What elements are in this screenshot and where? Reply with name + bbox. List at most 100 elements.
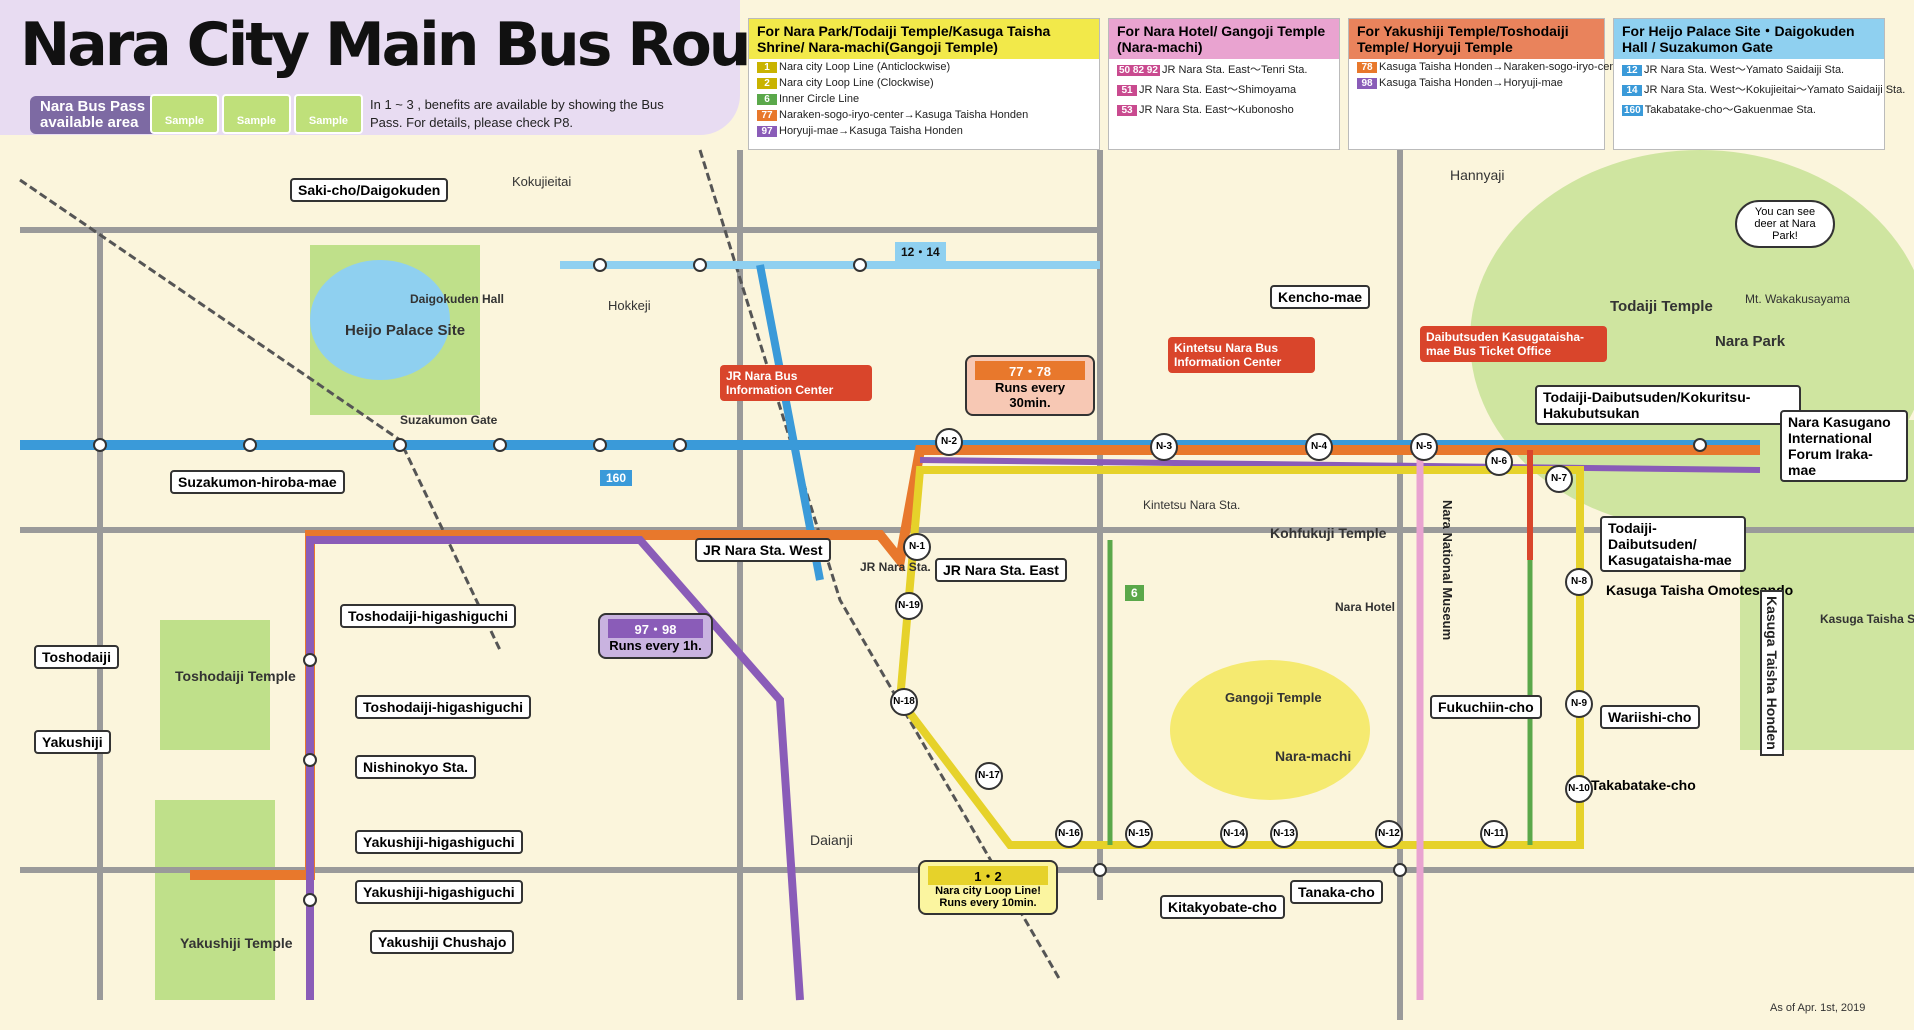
- place-gangoji-temple: Gangoji Temple: [1225, 690, 1322, 705]
- place-heijo-palace: Heijo Palace Site: [345, 322, 466, 339]
- stop-code-n9: N-9: [1565, 690, 1593, 718]
- bubble-77-78: 77・78 Runs every 30min.: [965, 355, 1095, 416]
- route-purple: [306, 536, 804, 1001]
- place-todaiji-temple: Todaiji Temple: [1610, 298, 1713, 315]
- bubble-77-78-text: Runs every 30min.: [994, 380, 1066, 410]
- place-suzakumon-gate: Suzakumon Gate: [400, 413, 498, 427]
- place-hokkeji: Hokkeji: [608, 298, 651, 313]
- route-badge-160: 160: [600, 470, 633, 486]
- legend-row-text: Horyuji-mae→Kasuga Taisha Honden: [779, 125, 963, 137]
- stop-code-n16: N-16: [1055, 820, 1083, 848]
- route-badge: 6: [757, 94, 777, 105]
- bubble-97-98-num: 97・98: [608, 619, 703, 638]
- legend-row-text: Naraken-sogo-iryo-center→Kasuga Taisha H…: [779, 109, 1029, 121]
- stop-code-n8: N-8: [1565, 568, 1593, 596]
- stop-code-n10: N-10: [1565, 775, 1593, 803]
- stop-kasuga-taisha-honden[interactable]: Kasuga Taisha Honden: [1760, 590, 1784, 756]
- stop-jr-nara-west[interactable]: JR Nara Sta. West: [695, 538, 831, 562]
- stop-takabatake-cho[interactable]: Takabatake-cho: [1591, 777, 1696, 793]
- stop-code-n3: N-3: [1150, 433, 1178, 461]
- legend-row-text: JR Nara Sta. West～Yamato Saidaiji Sta.: [1644, 64, 1845, 76]
- legend-row-text: Nara city Loop Line (Clockwise): [779, 77, 934, 89]
- stop-todaiji-kokuritsu[interactable]: Todaiji-Daibutsuden/Kokuritsu-Hakubutsuk…: [1535, 385, 1801, 425]
- place-toshodaiji-temple: Toshodaiji Temple: [175, 668, 296, 684]
- place-daigokuden-hall: Daigokuden Hall: [410, 292, 505, 306]
- legend-row-text: JR Nara Sta. East～Shimoyama: [1139, 84, 1297, 96]
- stop-toshodaiji-higashiguchi-1[interactable]: Toshodaiji-higashiguchi: [340, 604, 516, 628]
- legend-yakushiji: For Yakushiji Temple/Toshodaiji Temple/ …: [1348, 18, 1628, 150]
- stop-code-n4: N-4: [1305, 433, 1333, 461]
- stop-code-n7: N-7: [1545, 465, 1573, 493]
- deer-bubble: You can see deer at Nara Park!: [1735, 200, 1835, 248]
- place-daianji: Daianji: [810, 832, 853, 848]
- route-badge: 2: [757, 78, 777, 89]
- legend-nara-park: For Nara Park/Todaiji Temple/Kasuga Tais…: [748, 18, 1100, 150]
- route-badge: 1: [757, 62, 777, 73]
- stop-toshodaiji-higashiguchi-2[interactable]: Toshodaiji-higashiguchi: [355, 695, 531, 719]
- bubble-77-78-num: 77・78: [975, 361, 1085, 380]
- naramachi-area: [1170, 660, 1370, 800]
- stop-code-n18: N-18: [890, 688, 918, 716]
- legend-row-text: Nara city Loop Line (Anticlockwise): [779, 61, 951, 73]
- stop-kitakyobate-cho[interactable]: Kitakyobate-cho: [1160, 895, 1285, 919]
- stop-jr-nara-east[interactable]: JR Nara Sta. East: [935, 558, 1067, 582]
- stop-yakushiji-higashiguchi-2[interactable]: Yakushiji-higashiguchi: [355, 880, 523, 904]
- route-badge: 51: [1117, 85, 1137, 96]
- stop-tanaka-cho[interactable]: Tanaka-cho: [1290, 880, 1383, 904]
- stop-yakushiji[interactable]: Yakushiji: [34, 730, 111, 754]
- jr-bus-info-center: JR Nara Bus Information Center: [720, 365, 872, 401]
- legend-head: For Nara Hotel/ Gangoji Temple (Nara-mac…: [1109, 19, 1339, 59]
- daibutsuden-ticket-office: Daibutsuden Kasugataisha-mae Bus Ticket …: [1420, 326, 1607, 362]
- route-badge: 12: [1622, 65, 1642, 76]
- stop-code-n11: N-11: [1480, 820, 1508, 848]
- place-kintetsu-nara: Kintetsu Nara Sta.: [1143, 498, 1241, 512]
- stop-nishinokyo[interactable]: Nishinokyo Sta.: [355, 755, 477, 779]
- stop-saki-cho-daigokuden[interactable]: Saki-cho/Daigokuden: [290, 178, 449, 202]
- stop-kasuga-omotesando[interactable]: Kasuga Taisha Omotesando: [1606, 582, 1794, 598]
- stop-suzakumon-hiroba-mae[interactable]: Suzakumon-hiroba-mae: [170, 470, 345, 494]
- stop-code-n2: N-2: [935, 428, 963, 456]
- bus-pass-sample-2: Sample: [222, 94, 291, 134]
- toshodaiji-area: [160, 620, 270, 750]
- stop-code-n13: N-13: [1270, 820, 1298, 848]
- stop-wariishi-cho[interactable]: Wariishi-cho: [1600, 705, 1700, 729]
- bus-pass-sample-3: Sample: [294, 94, 363, 134]
- place-mt-wakakusa: Mt. Wakakusayama: [1745, 292, 1850, 306]
- stop-kencho-mae[interactable]: Kencho-mae: [1270, 285, 1371, 309]
- legend-nara-hotel: For Nara Hotel/ Gangoji Temple (Nara-mac…: [1108, 18, 1340, 150]
- legend-head: For Nara Park/Todaiji Temple/Kasuga Tais…: [749, 19, 1099, 59]
- stop-yakushiji-chushajo[interactable]: Yakushiji Chushajo: [370, 930, 515, 954]
- legend-row-text: Kasuga Taisha Honden→Horyuji-mae: [1379, 77, 1563, 89]
- route-blue-jr: [756, 264, 824, 581]
- place-kokujieitai: Kokujieitai: [512, 174, 572, 189]
- bubble-loop-text: Nara city Loop Line! Runs every 10min.: [935, 885, 1041, 909]
- legend-row-text: JR Nara Sta. West～Kokujieitai～Yamato Sai…: [1644, 84, 1906, 96]
- stop-code-n19: N-19: [895, 592, 923, 620]
- kintetsu-bus-info-center: Kintetsu Nara Bus Information Center: [1168, 337, 1315, 373]
- stop-code-n17: N-17: [975, 762, 1003, 790]
- place-nara-national-museum: Nara National Museum: [1440, 500, 1455, 641]
- stop-code-n14: N-14: [1220, 820, 1248, 848]
- route-badge: 78: [1357, 62, 1377, 73]
- route-orange: [190, 445, 1760, 880]
- stop-kasugano-forum[interactable]: Nara Kasugano International Forum Iraka-…: [1780, 410, 1908, 482]
- legend-row-text: JR Nara Sta. East～Kubonosho: [1139, 104, 1294, 116]
- route-badge-6: 6: [1125, 585, 1144, 601]
- legend-head: For Yakushiji Temple/Toshodaiji Temple/ …: [1349, 19, 1604, 59]
- route-badge: 53: [1117, 105, 1137, 116]
- stop-toshodaiji[interactable]: Toshodaiji: [34, 645, 119, 669]
- legend-heijo: For Heijo Palace Site・Daigokuden Hall / …: [1613, 18, 1905, 150]
- stop-yakushiji-higashiguchi-1[interactable]: Yakushiji-higashiguchi: [355, 830, 523, 854]
- route-badge: 98: [1357, 78, 1377, 89]
- stop-fukuchiin-cho[interactable]: Fukuchiin-cho: [1430, 695, 1542, 719]
- stop-todaiji-kasugataisha[interactable]: Todaiji-Daibutsuden/ Kasugataisha-mae: [1600, 516, 1746, 572]
- place-jr-nara: JR Nara Sta.: [860, 560, 931, 574]
- route-badge: 160: [1622, 105, 1643, 116]
